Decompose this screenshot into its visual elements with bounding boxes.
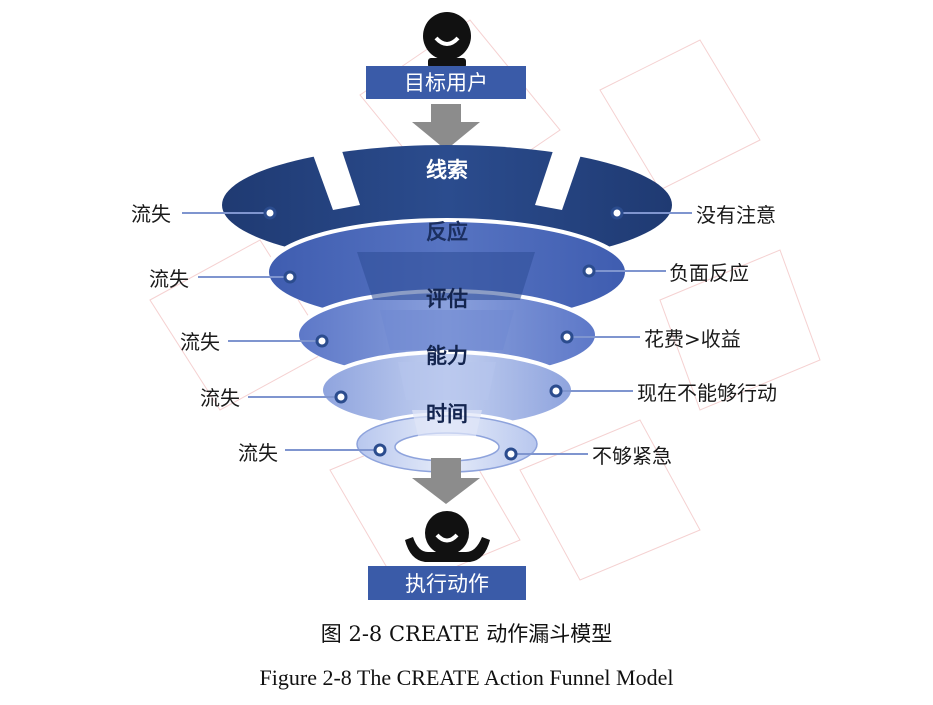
stage-label-cue: 线索 <box>426 158 468 182</box>
caption-english: Figure 2-8 The CREATE Action Funnel Mode… <box>259 665 674 690</box>
loss-left-5: 流失 <box>238 441 278 465</box>
funnel <box>222 145 672 473</box>
stage-label-reaction: 反应 <box>426 220 468 244</box>
arrow-down-icon <box>412 104 480 150</box>
loss-left-4: 流失 <box>200 386 240 410</box>
stage-label-ability: 能力 <box>426 344 468 368</box>
stage-label-timing: 时间 <box>426 402 468 426</box>
target-user-box <box>366 66 526 99</box>
loss-left-2: 流失 <box>149 267 189 291</box>
connectors <box>182 212 692 455</box>
target-user-label: 目标用户 <box>404 71 488 95</box>
loss-right-5: 不够紧急 <box>592 444 672 468</box>
arrow-down-icon <box>412 458 480 504</box>
target-user-icon <box>423 12 471 68</box>
action-funnel-diagram: 目标用户 线索 反应 评估 能力 时间 <box>131 12 821 600</box>
loss-left-1: 流失 <box>131 202 171 226</box>
connector-dots <box>263 206 624 461</box>
action-person-icon <box>405 511 490 562</box>
execute-action-label: 执行动作 <box>405 572 489 596</box>
caption-chinese: 图 2-8 CREATE 动作漏斗模型 <box>320 622 613 646</box>
loss-right-1: 没有注意 <box>696 203 776 227</box>
loss-right-3: 花费>收益 <box>644 327 741 351</box>
loss-left-3: 流失 <box>180 330 220 354</box>
execute-action-box <box>368 566 526 600</box>
loss-right-2: 负面反应 <box>669 261 749 285</box>
loss-right-4: 现在不能够行动 <box>637 381 777 405</box>
stage-label-evaluation: 评估 <box>426 287 468 311</box>
